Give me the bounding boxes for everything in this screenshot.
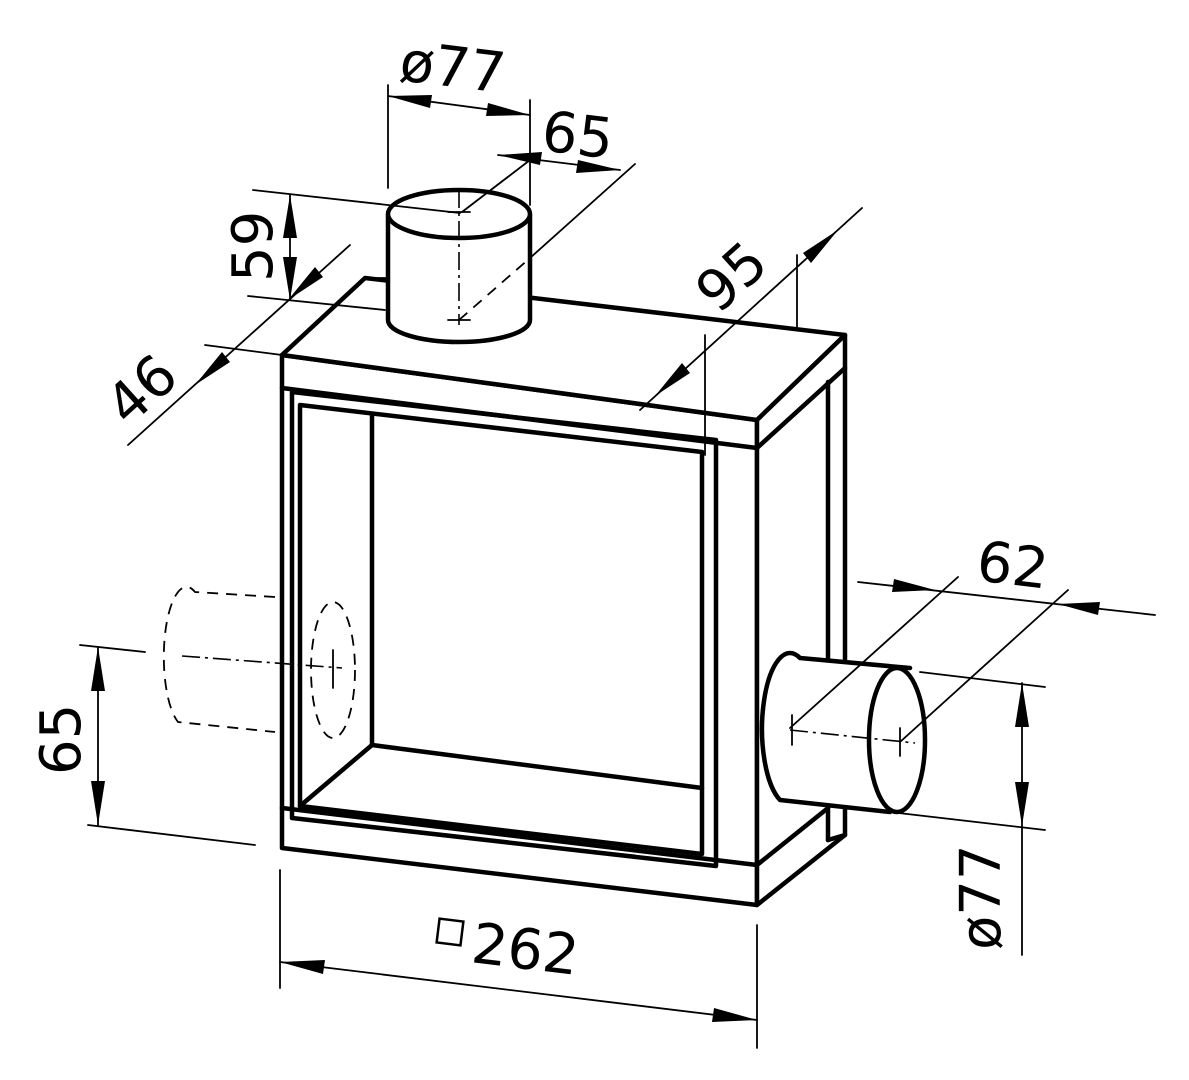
dim-text-side-pipe-diameter: ø77 [949,844,1014,950]
box-side-face [754,332,848,908]
side-pipe-center-axis [789,729,916,744]
ext-line [79,644,146,653]
hidden-pipe-center-axis [181,655,343,669]
ext-line [247,295,386,311]
arrow [576,160,620,173]
inner-back-bottom-edge [369,742,705,791]
ext-line [919,671,1046,688]
dim-hidden-pipe-height: 65 [29,644,256,846]
arrow [1015,683,1029,727]
arrow [280,960,325,974]
ext-line [204,344,283,356]
dim-text-top-pipe-offset: 65 [538,99,617,172]
bottom-band-side-edge [754,805,831,868]
bottom-band-edge [279,805,760,868]
arrow [283,257,297,300]
dim-text-top-pipe-diameter: ø77 [396,29,509,106]
side-panel-foot [825,832,848,843]
ext-line [87,824,256,846]
inner-floor-diagonal [297,742,375,809]
dim-top-pipe-height: 59 [221,189,461,311]
side-pipe-end-ellipse [866,665,928,815]
dim-top-pipe-diameter: ø77 [387,29,531,206]
dim-top-pipe-offset: 65 [461,99,636,259]
arrow [388,95,432,108]
ext-line [889,811,1046,831]
dim-box-width: 262 [279,869,758,1049]
dim-text-box-depth: 95 [684,229,780,325]
ext-line [899,589,1069,743]
top-pipe-body [385,212,533,345]
ext-line [252,189,461,214]
dim-side-pipe-diameter: ø77 [889,671,1046,956]
arrow [655,363,690,396]
square-section-icon [435,917,465,947]
dim-text-side-pipe-offset: 62 [973,529,1052,602]
arrow [1058,602,1100,615]
front-frame-outer [289,389,719,869]
arrow [91,647,105,691]
ext-line [529,163,636,259]
arrow [283,195,297,238]
arrow [803,230,838,263]
top-pipe-axis-hidden [458,257,531,321]
dim-side-pipe-offset: 62 [789,529,1156,743]
arrow [712,1008,757,1022]
arrow [486,103,530,116]
front-frame-inner [297,402,705,857]
arrow [1015,782,1029,826]
arrow [91,781,105,825]
arrow [892,579,935,592]
hidden-pipe-end-ellipse [310,601,356,739]
ext-line [461,159,531,213]
dim-text-hidden-pipe-height: 65 [29,704,94,775]
arrow [498,152,542,165]
top-pipe [363,187,533,345]
box-body [279,275,848,908]
dim-text-top-pipe-height: 59 [221,211,286,282]
dim-text-top-pipe-depth: 46 [94,342,190,438]
hidden-left-pipe [162,586,356,739]
ext-line [789,576,959,729]
arrow [288,267,323,300]
side-pipe [759,650,928,815]
hidden-pipe-outline [162,586,276,733]
top-band-side-edge [754,365,848,451]
dim-text-box-width: 262 [468,911,582,989]
arrow [195,352,230,385]
dim-line [279,961,758,1021]
